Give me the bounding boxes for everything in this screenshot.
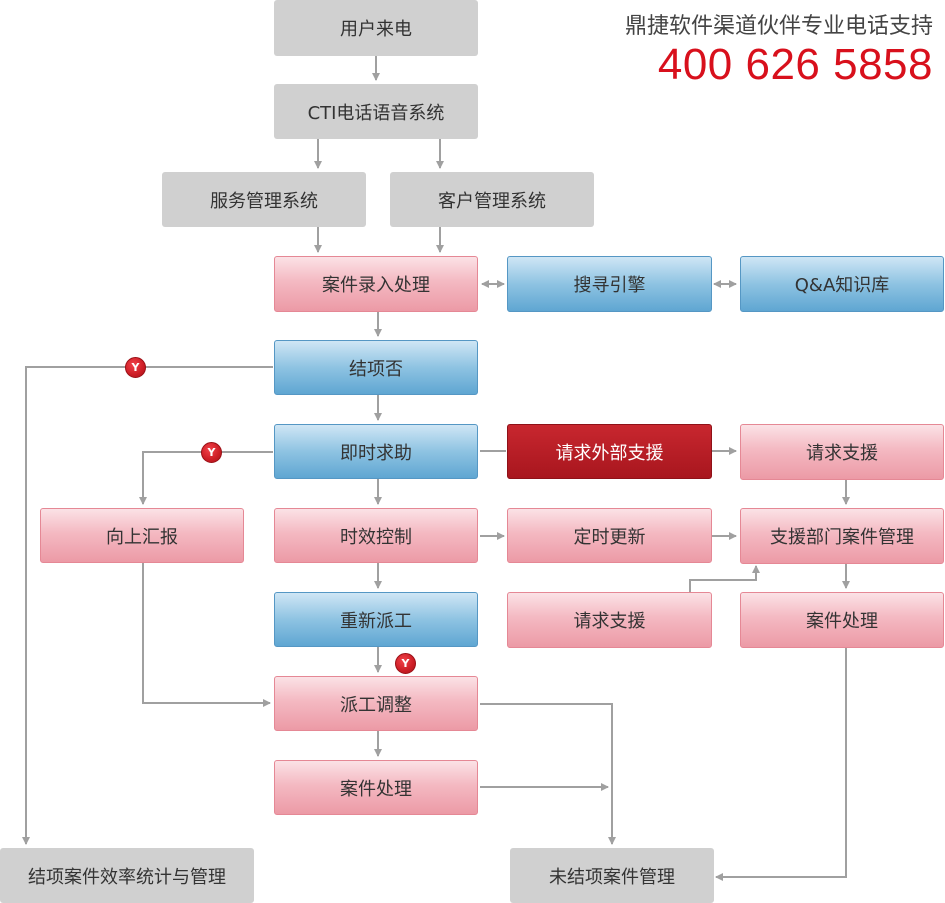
node-support-dept-mgmt: 支援部门案件管理 <box>740 508 944 564</box>
node-search-engine: 搜寻引擎 <box>507 256 712 312</box>
node-time-control: 时效控制 <box>274 508 478 563</box>
node-service-mgmt: 服务管理系统 <box>162 172 366 227</box>
node-open-case-mgmt: 未结项案件管理 <box>510 848 714 903</box>
node-cti: CTI电话语音系统 <box>274 84 478 139</box>
node-escalate: 向上汇报 <box>40 508 244 563</box>
node-case-entry: 案件录入处理 <box>274 256 478 312</box>
node-instant-help: 即时求助 <box>274 424 478 479</box>
node-case-closed-question: 结项否 <box>274 340 478 395</box>
node-incoming-call: 用户来电 <box>274 0 478 56</box>
node-reassign: 重新派工 <box>274 592 478 647</box>
yes-badge-closed: Y <box>125 357 146 378</box>
yes-badge-instant: Y <box>201 442 222 463</box>
node-dispatch-adjust: 派工调整 <box>274 676 478 731</box>
node-case-handling: 案件处理 <box>274 760 478 815</box>
node-customer-mgmt: 客户管理系统 <box>390 172 594 227</box>
header-title: 鼎捷软件渠道伙伴专业电话支持 <box>624 14 933 39</box>
node-request-support-bottom: 请求支援 <box>507 592 712 648</box>
node-request-external: 请求外部支援 <box>507 424 712 479</box>
node-qa-kb: Q&A知识库 <box>740 256 944 312</box>
line-adjust-to-open <box>480 703 616 845</box>
line-instant-to-escalate <box>139 451 273 505</box>
line-closedq-to-stats <box>22 366 273 845</box>
node-timed-update: 定时更新 <box>507 508 712 563</box>
header-phone: 400 626 5858 <box>657 40 933 89</box>
node-request-support-top: 请求支援 <box>740 424 944 480</box>
node-closed-stats: 结项案件效率统计与管理 <box>0 848 254 903</box>
node-case-handling-right: 案件处理 <box>740 592 944 648</box>
yes-badge-reassign: Y <box>395 653 416 674</box>
line-reqbottom-to-dept <box>689 565 760 592</box>
line-escalate-to-adjust <box>142 563 271 707</box>
line-handling-right-to-open <box>715 648 847 881</box>
